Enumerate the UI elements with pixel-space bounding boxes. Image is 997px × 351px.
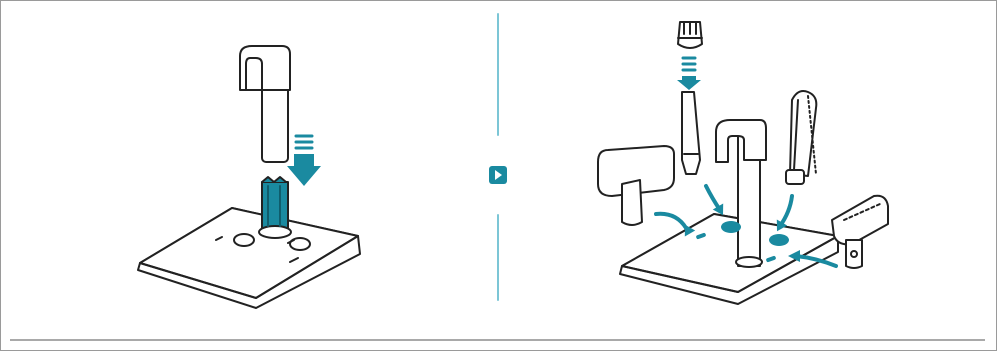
- insert-arrow-left: [287, 134, 321, 186]
- placement-arrowheads: [684, 203, 800, 262]
- dusting-brush-tool: [785, 90, 818, 185]
- brush-arrow: [677, 56, 701, 90]
- storage-slots: [696, 221, 789, 263]
- stand-post-right: [715, 119, 767, 268]
- stand-post-left: [258, 176, 292, 239]
- crevice-brush-tool: [677, 21, 703, 49]
- left-panel: [137, 45, 361, 309]
- right-panel: [597, 21, 889, 305]
- vacuum-handle-left: [239, 45, 291, 163]
- mini-motorized-tool: [831, 194, 889, 269]
- stand-base-left: [137, 207, 361, 309]
- next-step-icon[interactable]: [489, 166, 507, 184]
- upholstery-tool: [597, 145, 675, 226]
- bottom-rule: [10, 339, 985, 341]
- crevice-tool: [681, 91, 701, 175]
